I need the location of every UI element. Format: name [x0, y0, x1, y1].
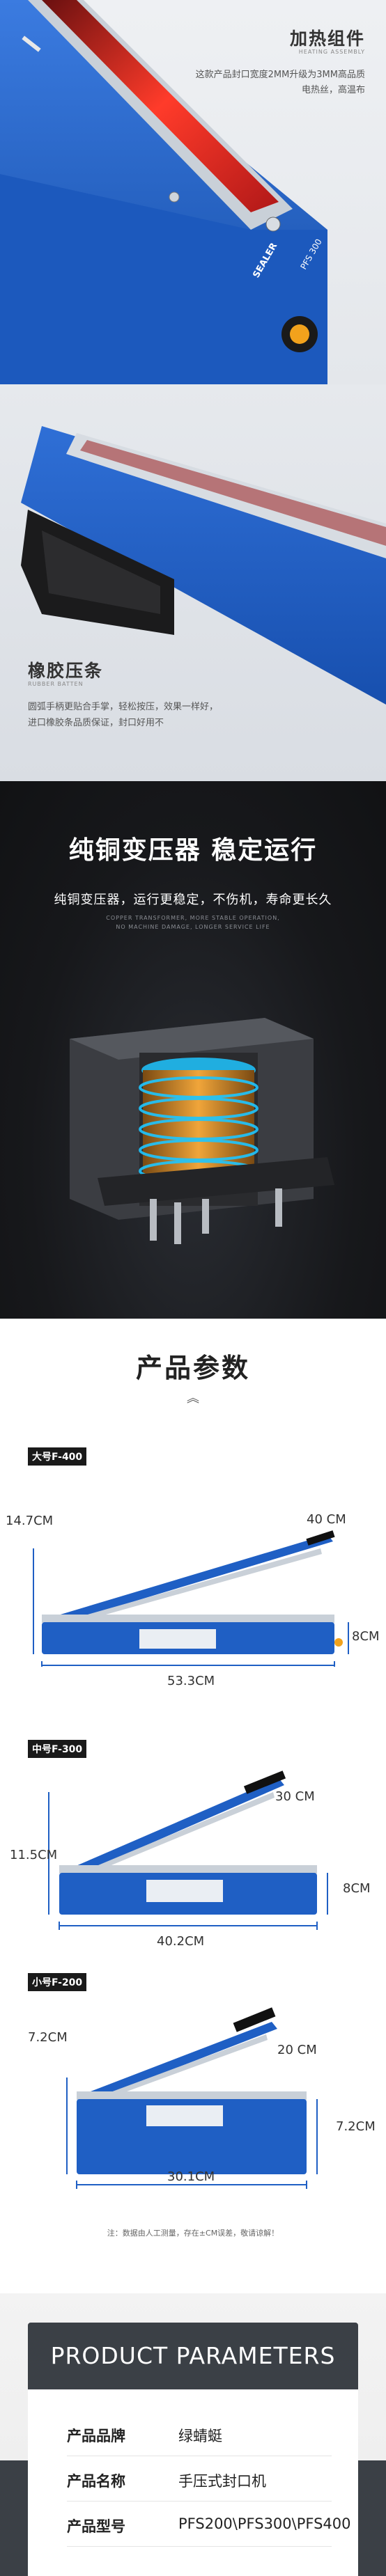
small-height-dim: 7.2CM: [28, 2030, 68, 2045]
small-depth-dim: 20 CM: [277, 2043, 317, 2057]
params-title: 产品参数: [135, 1353, 250, 1383]
heating-desc-line-1: 这款产品封口宽度2MM升级为3MM高品质: [195, 70, 365, 80]
model-tag-medium: 中号F-300: [28, 1740, 87, 1758]
large-side-dim: 8CM: [352, 1629, 380, 1644]
spec-section: PRODUCT PARAMETERS 产品品牌 绿蜻蜓 产品名称 手压式封口机 …: [0, 2293, 386, 2576]
model-tag-large: 大号F-400: [28, 1447, 87, 1466]
rubber-description: 圆弧手柄更贴合手掌，轻松按压，效果一样好， 进口橡胶条品质保证，封口好用不: [28, 699, 251, 731]
transformer-illustration: [70, 1018, 334, 1244]
rubber-section: 橡胶压条 RUBBER BATTEN 圆弧手柄更贴合手掌，轻松按压，效果一样好，…: [0, 384, 386, 781]
spec-value: 绿蜻蜓: [178, 2428, 222, 2444]
spec-key: 产品品牌: [67, 2428, 125, 2444]
rubber-strip-photo: [21, 426, 386, 705]
medium-height-dim: 11.5CM: [10, 1848, 58, 1862]
spec-row-model: 产品型号 PFS200\PFS300\PFS400: [67, 2506, 351, 2547]
rubber-desc-line-1: 圆弧手柄更贴合手掌，轻松按压，效果一样好，: [28, 702, 219, 712]
spec-row-brand: 产品品牌 绿蜻蜓: [67, 2415, 332, 2456]
chevron-up-icon: ︽: [187, 1391, 199, 1406]
model-tag-small: 小号F-200: [28, 1973, 87, 1991]
heating-title: 加热组件: [289, 29, 365, 49]
heating-desc-line-2: 电热丝，高温布: [301, 85, 365, 95]
large-length-dim: 53.3CM: [167, 1674, 215, 1688]
large-height-dim: 14.7CM: [6, 1514, 54, 1528]
small-length-dim: 30.1CM: [167, 2169, 215, 2184]
sealer-large-illustration: [33, 1530, 349, 1667]
rubber-desc-line-2: 进口橡胶条品质保证，封口好用不: [28, 718, 164, 728]
small-side-dim: 7.2CM: [336, 2119, 376, 2134]
transformer-subtitle-line-2: NO MACHINE DAMAGE, LONGER SERVICE LIFE: [116, 924, 270, 930]
sealer-medium-illustration: [48, 1770, 328, 1930]
spec-key: 产品名称: [67, 2473, 125, 2490]
spec-value: PFS200\PFS300\PFS400: [178, 2515, 351, 2532]
spec-row-name: 产品名称 手压式封口机: [67, 2460, 332, 2502]
rubber-subtitle: RUBBER BATTEN: [28, 681, 84, 687]
heating-section: SEALER PFS 300 加热组件 HEATING ASSEMBLY 这款产…: [0, 0, 386, 384]
spec-key: 产品型号: [67, 2518, 125, 2535]
spec-header: PRODUCT PARAMETERS: [28, 2323, 358, 2389]
transformer-subtitle-line-1: COPPER TRANSFORMER, MORE STABLE OPERATIO…: [106, 915, 280, 921]
sealer-small-illustration: [66, 2007, 318, 2189]
medium-length-dim: 40.2CM: [157, 1934, 205, 1949]
heating-element-photo: SEALER PFS 300: [0, 0, 327, 384]
large-depth-dim: 40 CM: [307, 1512, 346, 1527]
medium-depth-dim: 30 CM: [275, 1789, 315, 1804]
params-section: 产品参数 ︽ 大号F-400 14.7CM 40 CM 8CM 53.3CM 中…: [0, 1319, 386, 2293]
measurement-note: 注：数据由人工测量，存在±CM误差，敬请谅解！: [107, 2229, 279, 2238]
medium-side-dim: 8CM: [343, 1881, 371, 1896]
transformer-description: 纯铜变压器，运行更稳定，不伤机，寿命更长久: [54, 893, 332, 907]
transformer-section: 纯铜变压器 稳定运行 纯铜变压器，运行更稳定，不伤机，寿命更长久 COPPER …: [0, 781, 386, 1319]
heating-description: 这款产品封口宽度2MM升级为3MM高品质 电热丝，高温布: [156, 68, 365, 98]
transformer-subtitle: COPPER TRANSFORMER, MORE STABLE OPERATIO…: [0, 913, 386, 932]
heating-subtitle: HEATING ASSEMBLY: [298, 49, 365, 55]
rubber-title: 橡胶压条: [28, 661, 104, 681]
spec-value: 手压式封口机: [178, 2473, 266, 2490]
transformer-title: 纯铜变压器 稳定运行: [68, 836, 318, 865]
